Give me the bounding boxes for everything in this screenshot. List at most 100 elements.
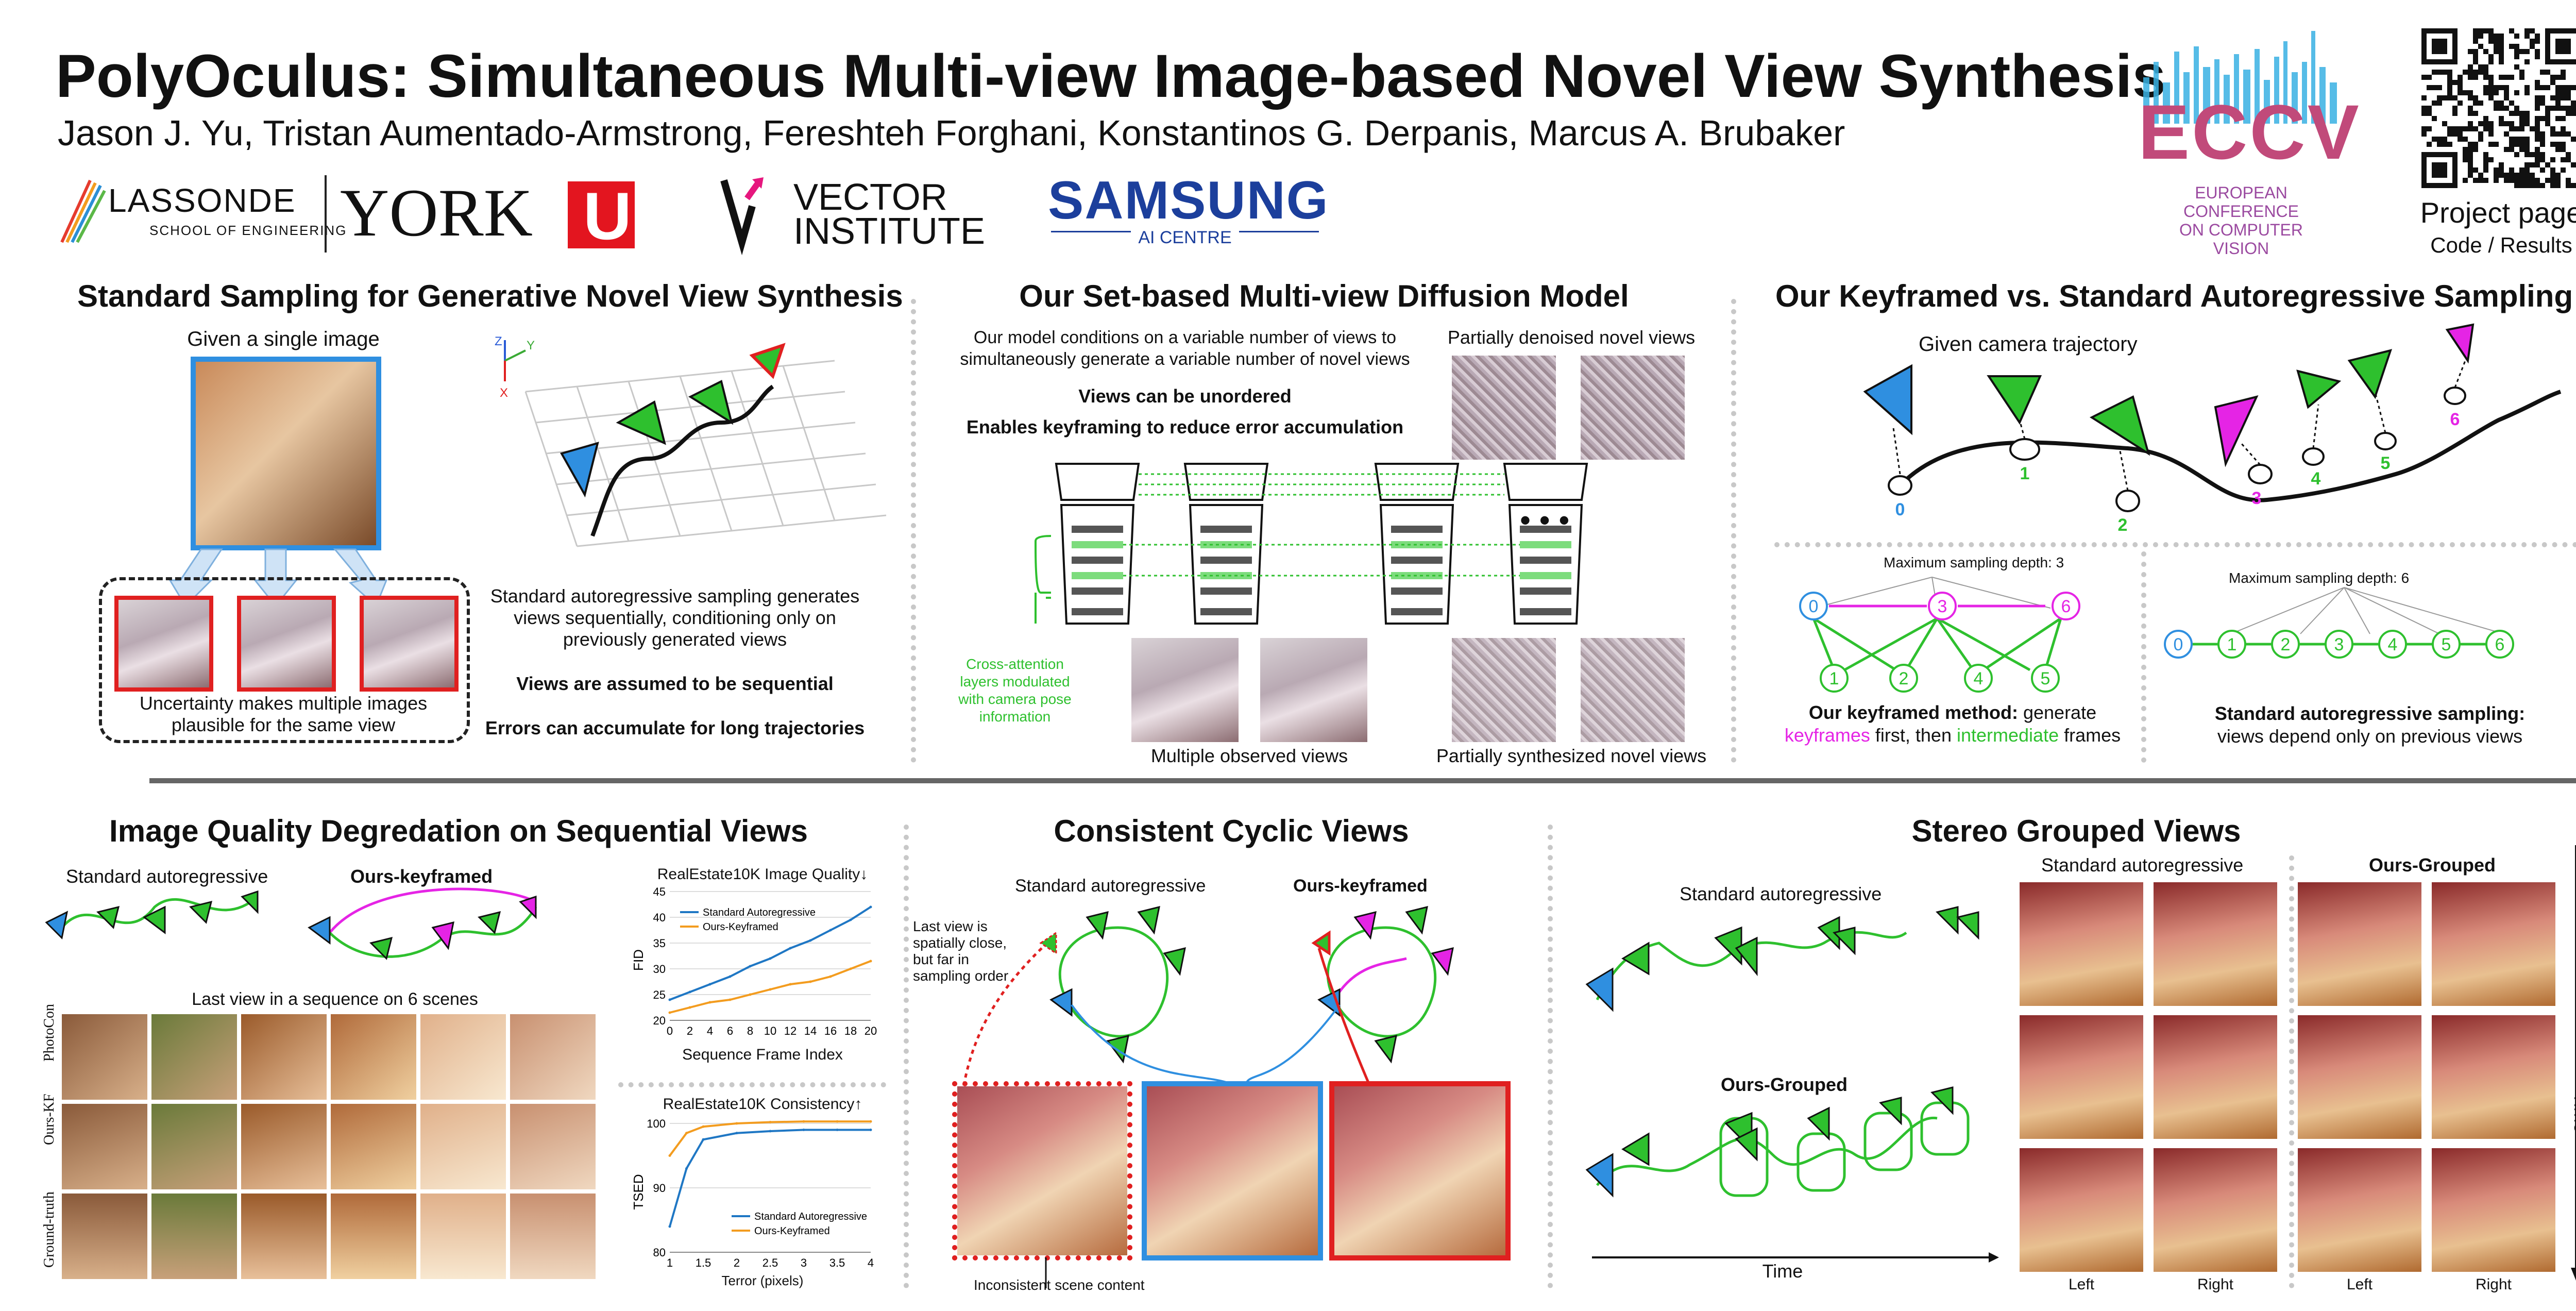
project-page-sublabel: Code / Results [2430,233,2572,257]
data-point [728,975,732,978]
svg-text:5: 5 [2041,669,2050,688]
project-page-label[interactable]: Project page [2420,196,2576,229]
scene-thumbnail [151,1104,237,1189]
stereo-frame [2432,1148,2555,1272]
divider-bottom-1 [904,825,909,1288]
s6-grouped-label: Ours-Grouped [1721,1074,1848,1095]
s4-trajectory-icons [45,887,537,960]
lassonde-subtitle: SCHOOL OF ENGINEERING [149,223,347,238]
stereo-divider [2289,855,2294,1288]
time-vertical-label: Time [2570,1092,2576,1133]
x-tick-label: 1.5 [696,1256,711,1269]
x-tick-label: 10 [764,1024,776,1037]
stereo-frame [2298,1148,2421,1272]
divider-bottom-2 [1548,825,1553,1288]
stereo-frame [2154,1015,2277,1139]
x-tick-label: 2 [687,1024,693,1037]
data-point [829,929,832,932]
scene-thumbnail [241,1014,327,1100]
svg-text:4: 4 [2388,635,2398,654]
vector-logo-icon [720,175,768,256]
scene-thumbnail [62,1194,147,1279]
stereo-frame [2020,1148,2143,1272]
consistent-view [1329,1081,1511,1260]
data-point [728,998,732,1001]
axis-x-label: X [500,386,508,400]
data-point [702,1125,705,1128]
svg-text:6: 6 [2495,635,2505,654]
data-point [809,939,812,942]
y-tick-label: 35 [653,937,666,950]
data-point [869,1120,872,1123]
scene-thumbnail [420,1104,506,1189]
x-tick-label: 3.5 [829,1256,845,1269]
left-label-1: Left [2068,1276,2095,1293]
eccv-skyline-icon [2138,31,2344,124]
time-axis-label: Time [1762,1260,1803,1282]
svg-text:4: 4 [1974,669,1984,688]
first-view [1142,1081,1323,1260]
x-tick-label: 20 [865,1024,877,1037]
keyframed-method-caption: Our keyframed method: generate [1808,702,2097,723]
time-vertical-arrow [2571,845,2576,1281]
svg-text:0: 0 [2174,635,2183,654]
stereo-trajectories-figure [1585,906,1999,1263]
scene-thumbnail [151,1014,237,1100]
series-line [669,1129,871,1227]
x-tick-label: 8 [747,1024,753,1037]
stereo-frame [2154,882,2277,1006]
svg-text:1: 1 [2020,464,2030,483]
svg-text:3: 3 [1938,597,1947,616]
s2-bold-1: Views can be unordered [1078,385,1292,407]
york-wordmark: YORK [340,175,533,250]
series-line [669,906,872,1001]
data-point [802,1129,805,1131]
last-view-note: Last view is spatially close, but far in… [913,918,1009,984]
data-point [836,1129,839,1131]
eccv-subtitle: EUROPEAN CONFERENCE ON COMPUTER VISION [2179,183,2303,258]
last-view-label: Last view in a sequence on 6 scenes [192,989,478,1009]
section-standard-sampling-title: Standard Sampling for Generative Novel V… [77,279,903,313]
data-point [668,1011,671,1014]
data-point [708,983,711,986]
s5-std-label: Standard autoregressive [1015,876,1206,896]
svg-text:0: 0 [1809,597,1819,616]
s3-vdivider [2141,551,2146,763]
x-tick-label: 4 [707,1024,713,1037]
x-tick-label: 3 [801,1256,807,1269]
data-point [789,947,792,950]
s3-hdivider [1774,542,2576,547]
divider-top-1 [911,299,916,763]
data-point [802,1120,805,1123]
data-point [769,988,772,991]
scene-thumbnail [62,1014,147,1100]
stereo-frame [2432,882,2555,1006]
data-point [829,975,832,978]
right-label-2: Right [2475,1276,2512,1293]
cross-attn-label: Cross-attention layers modulated with ca… [958,656,1072,725]
svg-text:6: 6 [2061,597,2071,616]
data-point [749,993,752,996]
noisy-view-2 [1581,356,1685,460]
stereo-frame [2020,1015,2143,1139]
qr-code-icon[interactable] [2421,28,2576,188]
x-tick-label: 18 [844,1024,857,1037]
data-point [702,1138,705,1141]
scene-thumbnail [241,1104,327,1189]
s6-grouped-grid-label: Ours-Grouped [2369,854,2496,876]
x-tick-label: 0 [667,1024,673,1037]
svg-text:1: 1 [2227,635,2237,654]
standard-method-caption: views depend only on previous views [2217,726,2523,747]
given-image-label: Given a single image [187,328,380,350]
chart1-xlabel: Sequence Frame Index [682,1046,843,1063]
vector-wordmark-1: VECTOR [793,177,947,218]
scene-thumbnail [510,1104,596,1189]
y-tick-label: 100 [647,1117,666,1130]
s5-ours-label: Ours-keyframed [1293,876,1428,896]
scene-thumbnail [331,1194,416,1279]
divider-top-2 [1731,299,1736,763]
legend-label: Ours-Keyframed [703,921,778,933]
section-cyclic-title: Consistent Cyclic Views [1054,814,1409,848]
